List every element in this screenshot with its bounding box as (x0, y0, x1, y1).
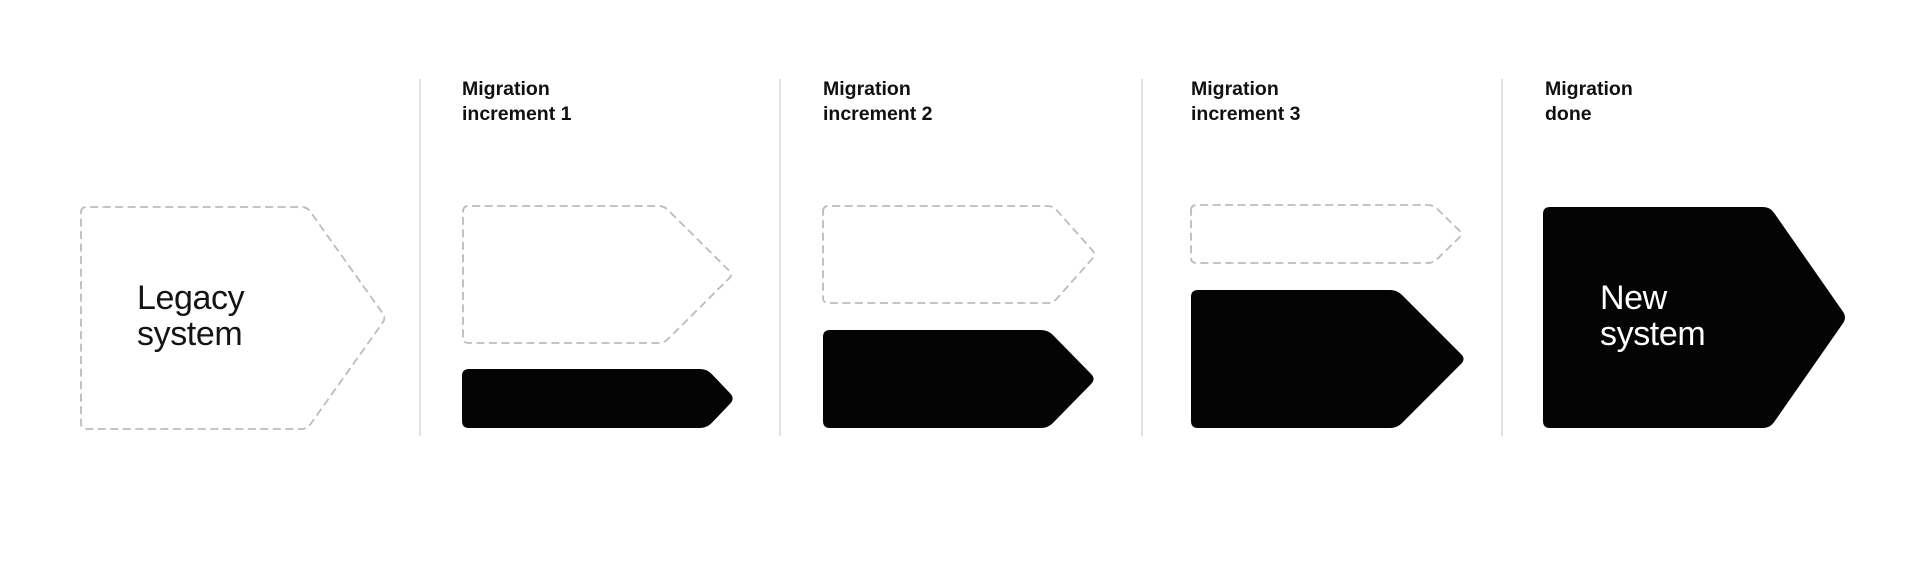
column-divider-4 (1501, 79, 1503, 436)
column-header-migration-increment-3: Migration increment 3 (1191, 78, 1301, 125)
legacy-system-label: Legacy system (137, 279, 245, 353)
new-system-label: New system (1600, 279, 1706, 353)
column-header-migration-done: Migration done (1545, 78, 1633, 125)
new-system-arrow (1543, 207, 1845, 428)
increment-2-migrated-arrow (823, 330, 1094, 428)
increment-1-legacy-remaining-outline (462, 205, 732, 344)
increment-1-migrated-arrow (462, 369, 733, 428)
column-header-migration-increment-2: Migration increment 2 (823, 78, 933, 125)
column-divider-1 (419, 79, 421, 436)
column-header-migration-increment-1: Migration increment 1 (462, 78, 572, 125)
column-divider-3 (1141, 79, 1143, 436)
increment-3-migrated-arrow (1191, 290, 1464, 428)
legacy-system-outline (80, 206, 386, 430)
column-divider-2 (779, 79, 781, 436)
increment-2-legacy-remaining-outline (822, 205, 1096, 304)
increment-3-legacy-remaining-outline (1190, 204, 1462, 264)
